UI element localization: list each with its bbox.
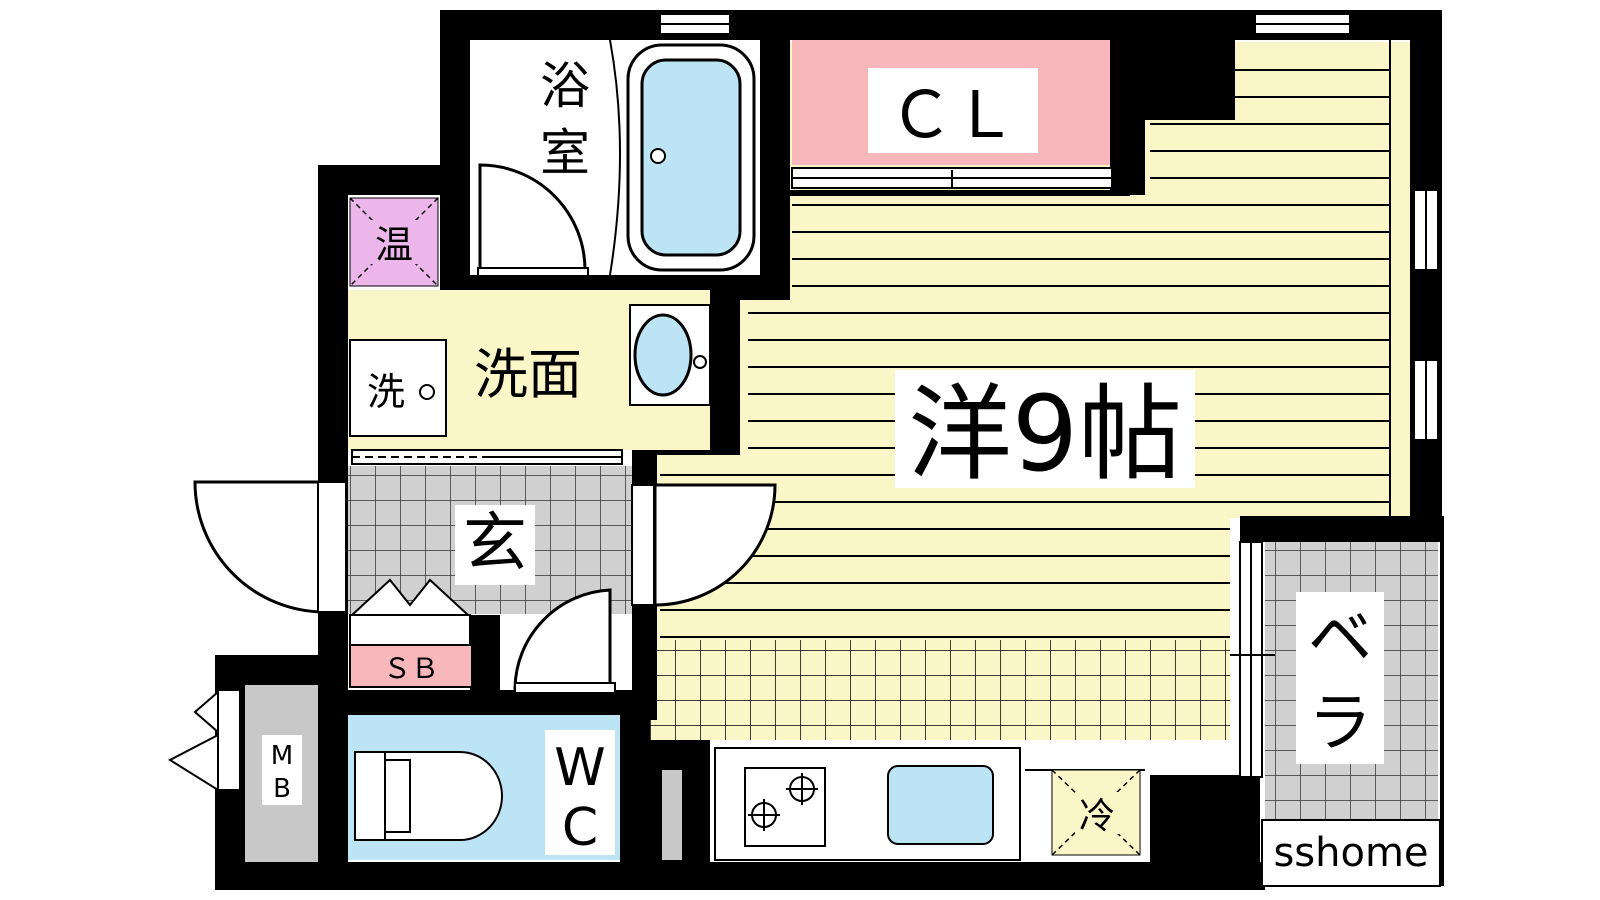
wall-toilet-left (318, 655, 348, 885)
burner-icon (748, 773, 818, 831)
front-door-frame (317, 481, 347, 613)
meter-box-label-bg (262, 735, 302, 805)
entrance-label: 玄 (463, 507, 527, 581)
water-heater-label: 温 (375, 223, 413, 267)
bath-label-2: 室 (540, 124, 590, 182)
bath-drain-icon (650, 148, 666, 164)
balcony-label-bg (1296, 592, 1384, 764)
pipe-space (662, 770, 682, 860)
stove-panel (744, 767, 826, 847)
faucet-icon (693, 355, 707, 369)
fridge-space: 冷 (1051, 769, 1141, 856)
sink-bowl (633, 313, 693, 397)
windows (659, 13, 1439, 516)
closet-label-box (868, 68, 1038, 153)
toilet-label-w: W (554, 738, 605, 798)
wall-bottom (215, 862, 1265, 890)
main-room-label: 洋9帖 (908, 373, 1182, 495)
balcony-label-1: ベ (1308, 602, 1372, 676)
kitchen-sink (887, 765, 994, 845)
closet-label: ＣＬ (889, 79, 1017, 153)
water-heater-label-bg (370, 220, 418, 264)
bath-label-1: 浴 (540, 57, 590, 115)
washer-label: 洗 (367, 370, 405, 414)
wall-washroom-right (710, 295, 740, 455)
kitchen (714, 747, 1145, 861)
toilet-label-c: C (562, 798, 598, 858)
bath-door (478, 163, 587, 272)
brand-box (1261, 819, 1441, 887)
wall-closet-right (1110, 30, 1145, 195)
front-door[interactable] (193, 480, 327, 614)
main-room-label-bg (895, 370, 1195, 488)
wall-bath-right (760, 30, 790, 300)
entrance: 玄 (193, 466, 777, 614)
meter-box-label-m: M (271, 741, 293, 771)
toilet-room: W C (348, 715, 620, 860)
bath-tub-inner (640, 58, 742, 257)
balcony-label-2: ラ (1308, 687, 1372, 761)
shoe-box: ＳＢ (349, 578, 473, 688)
entrance-label-bg (455, 505, 535, 585)
wall-left-bath (440, 10, 470, 310)
toilet-tank (354, 751, 386, 841)
brand-label: sshome (1273, 830, 1428, 876)
water-heater: 温 (349, 197, 439, 287)
wall-pillar-right (1150, 775, 1260, 885)
closet: ＣＬ (791, 40, 1113, 189)
wall-toilet-right (620, 690, 650, 880)
toilet-bowl (384, 751, 503, 841)
meter-box-label-b: B (273, 774, 291, 804)
shoe-box-label: ＳＢ (383, 652, 439, 685)
main-room: 洋9帖 (895, 370, 1195, 495)
washer-drain-icon (419, 384, 435, 400)
wall-closet-bottom (790, 190, 1130, 196)
wall-left-top (318, 165, 468, 195)
shoe-box-shelf (349, 614, 471, 646)
wall-sb-right (470, 615, 500, 695)
toilet-label-bg (545, 730, 615, 855)
washroom: 洗 洗面 (348, 290, 711, 465)
toilet-door[interactable] (513, 588, 616, 694)
bathroom: 浴 室 (470, 39, 760, 277)
wall-balcony-right (1440, 516, 1444, 886)
washroom-label: 洗面 (474, 343, 582, 406)
fridge-label-bg (1075, 792, 1119, 834)
bath-door-frame (477, 267, 589, 277)
fridge-label: 冷 (1079, 796, 1115, 837)
meter-box: M B (167, 685, 318, 862)
room-door[interactable] (653, 483, 777, 607)
shoe-box-area (349, 644, 473, 688)
wall-balcony-top (1240, 516, 1440, 542)
wall-closet-pillar (1145, 30, 1235, 120)
kitchen-tile-area (650, 640, 1230, 740)
balcony: ベ ラ sshome (1230, 541, 1441, 887)
bath-partition (609, 39, 621, 276)
room-door-frame (631, 484, 655, 606)
